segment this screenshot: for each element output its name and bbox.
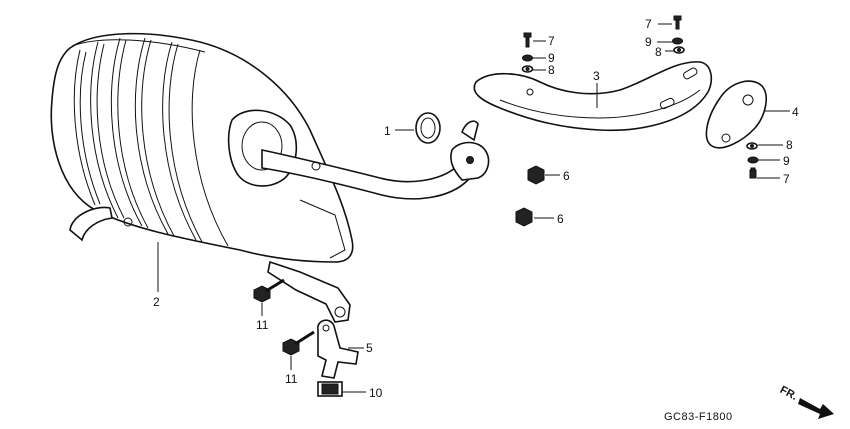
callout-6a: 6 — [563, 169, 570, 183]
callout-8a: 8 — [548, 63, 555, 77]
rubber-mount-drawing — [317, 381, 343, 397]
callout-9c: 9 — [783, 154, 790, 168]
callout-3: 3 — [593, 69, 600, 83]
callout-5: 5 — [366, 341, 373, 355]
stay-drawing — [317, 319, 359, 379]
callout-8c: 8 — [786, 138, 793, 152]
callout-1: 1 — [384, 124, 391, 138]
callout-7c: 7 — [783, 172, 790, 186]
fastener-stack-left — [521, 32, 534, 73]
callout-6b: 6 — [557, 212, 564, 226]
direction-arrow-icon — [798, 398, 834, 419]
cap-nut-drawing — [515, 165, 545, 227]
muffler-bracket-drawing — [267, 260, 351, 323]
callout-4: 4 — [792, 105, 799, 119]
front-direction-label: FR. — [778, 384, 799, 403]
fastener-stack-top-right — [672, 15, 685, 54]
exhaust-pipe-protector-drawing — [705, 80, 767, 149]
leader-lines — [157, 23, 790, 393]
callout-11a: 11 — [256, 318, 269, 332]
callout-9a: 9 — [548, 51, 555, 65]
front-direction-indicator: FR. — [778, 384, 834, 419]
muffler-protector-drawing — [473, 61, 713, 132]
callout-7b: 7 — [645, 17, 652, 31]
callout-10: 10 — [369, 386, 383, 400]
callout-2: 2 — [153, 295, 160, 309]
gasket-drawing — [415, 112, 441, 144]
callout-labels: 1 2 3 4 5 6 6 7 7 7 8 8 8 9 9 9 10 11 11 — [153, 17, 799, 400]
fastener-stack-bottom-right — [746, 142, 759, 179]
callout-9b: 9 — [645, 35, 652, 49]
diagram-code: GC83-F1800 — [664, 411, 733, 423]
callout-7a: 7 — [548, 34, 555, 48]
callout-8b: 8 — [655, 45, 662, 59]
exhaust-pipe-drawing — [261, 120, 490, 200]
flange-bolt-drawing — [253, 278, 315, 356]
callout-11b: 11 — [285, 372, 298, 386]
muffler-drawing — [50, 32, 354, 263]
